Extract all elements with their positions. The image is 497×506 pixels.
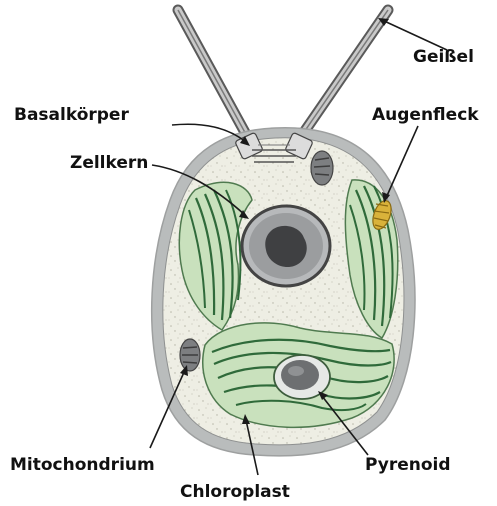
pyrenoid (274, 355, 330, 399)
leader-flagellum (382, 20, 447, 50)
label-eyespot: Augenfleck (372, 105, 479, 125)
label-pyrenoid: Pyrenoid (365, 455, 451, 475)
label-nucleus: Zellkern (70, 153, 148, 173)
mitochondrion-top (311, 151, 333, 185)
label-mitochondrion: Mitochondrium (10, 455, 155, 475)
leader-eyespot (386, 126, 418, 198)
mitochondrion-left (180, 339, 200, 371)
nucleus (242, 206, 330, 286)
flagella (178, 10, 388, 138)
label-flagellum: Geißel (413, 47, 474, 67)
label-chloroplast: Chloroplast (180, 482, 290, 502)
label-basal-body: Basalkörper (14, 105, 129, 125)
